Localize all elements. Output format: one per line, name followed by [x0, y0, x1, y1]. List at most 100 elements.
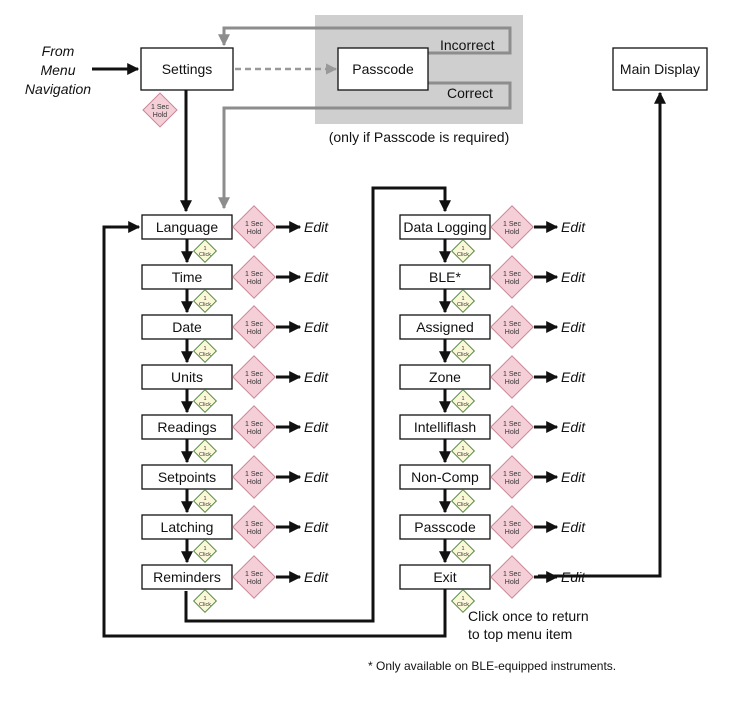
- click-diamond-line1: 1: [461, 346, 464, 352]
- hold-diamond-line1: 1 Sec: [503, 371, 521, 378]
- hold-diamond-line1: 1 Sec: [245, 271, 263, 278]
- settings-label: Settings: [162, 61, 213, 77]
- passcode-prompt-box[interactable]: Passcode: [337, 47, 429, 91]
- hold-diamond-line2: Hold: [505, 229, 520, 236]
- hold-diamond-line1: 1 Sec: [503, 521, 521, 528]
- hold-diamond-line2: Hold: [153, 112, 168, 119]
- menu-item-label: Date: [172, 319, 202, 335]
- hold-diamond-line1: 1 Sec: [245, 571, 263, 578]
- hold-diamond-line1: 1 Sec: [503, 471, 521, 478]
- menu-item-label: Non-Comp: [411, 469, 479, 485]
- menu-item-right-non-comp[interactable]: Non-Comp: [399, 464, 491, 490]
- click-diamond-line2: Click: [199, 602, 211, 608]
- hold-diamond-line2: Hold: [247, 379, 262, 386]
- edit-label[interactable]: Edit: [304, 519, 329, 535]
- correct-path-arrow: [218, 81, 512, 210]
- main-display-box[interactable]: Main Display: [612, 47, 708, 91]
- menu-item-label: Readings: [157, 419, 216, 435]
- edit-label[interactable]: Edit: [304, 569, 329, 585]
- settings-box[interactable]: Settings: [140, 47, 234, 91]
- click-diamond-line2: Click: [457, 352, 469, 358]
- menu-item-right-ble[interactable]: BLE*: [399, 264, 491, 290]
- click-diamond-line2: Click: [199, 302, 211, 308]
- menu-item-left-units[interactable]: Units: [141, 364, 233, 390]
- menu-item-label: Time: [172, 269, 203, 285]
- menu-item-right-passcode[interactable]: Passcode: [399, 514, 491, 540]
- edit-label[interactable]: Edit: [304, 219, 329, 235]
- menu-item-label: Passcode: [414, 519, 476, 535]
- hold-diamond-line2: Hold: [505, 579, 520, 586]
- hold-diamond-line2: Hold: [505, 279, 520, 286]
- return-note-line1: Click once to return: [468, 608, 589, 624]
- hold-diamond-line2: Hold: [247, 429, 262, 436]
- hold-diamond-line1: 1 Sec: [503, 221, 521, 228]
- hold-diamond-line1: 1 Sec: [245, 421, 263, 428]
- menu-item-label: Units: [171, 369, 203, 385]
- edit-label[interactable]: Edit: [561, 219, 586, 235]
- hold-diamond-line1: 1 Sec: [245, 321, 263, 328]
- hold-diamond-line1: 1 Sec: [245, 371, 263, 378]
- edit-label[interactable]: Edit: [304, 369, 329, 385]
- menu-item-right-intelliflash[interactable]: Intelliflash: [399, 414, 491, 440]
- menu-item-label: Exit: [433, 569, 456, 585]
- edit-label[interactable]: Edit: [561, 369, 586, 385]
- menu-item-left-date[interactable]: Date: [141, 314, 233, 340]
- click-diamond-line2: Click: [199, 552, 211, 558]
- menu-item-right-zone[interactable]: Zone: [399, 364, 491, 390]
- edit-label[interactable]: Edit: [561, 269, 586, 285]
- hold-diamond-line2: Hold: [505, 429, 520, 436]
- hold-diamond-line2: Hold: [247, 279, 262, 286]
- click-diamond-line1: 1: [203, 346, 206, 352]
- menu-item-right-exit[interactable]: Exit: [399, 564, 491, 590]
- menu-item-label: Reminders: [153, 569, 221, 585]
- menu-item-left-latching[interactable]: Latching: [141, 514, 233, 540]
- edit-label[interactable]: Edit: [304, 319, 329, 335]
- menu-item-left-language[interactable]: Language: [141, 214, 233, 240]
- menu-item-left-readings[interactable]: Readings: [141, 414, 233, 440]
- menu-item-right-assigned[interactable]: Assigned: [399, 314, 491, 340]
- click-diamond-line1: 1: [461, 296, 464, 302]
- menu-item-label: Language: [156, 219, 219, 235]
- click-diamond-line2: Click: [457, 452, 469, 458]
- click-diamond-line1: 1: [203, 596, 206, 602]
- edit-label[interactable]: Edit: [561, 469, 586, 485]
- reminders-to-data-logging-arrow: [184, 186, 451, 623]
- edit-label[interactable]: Edit: [561, 519, 586, 535]
- hold-diamond-line2: Hold: [247, 479, 262, 486]
- edit-label[interactable]: Edit: [561, 319, 586, 335]
- edit-label[interactable]: Edit: [304, 469, 329, 485]
- menu-item-right-data-logging[interactable]: Data Logging: [399, 214, 491, 240]
- hold-diamond-line2: Hold: [247, 529, 262, 536]
- click-diamond-line2: Click: [457, 552, 469, 558]
- edit-label[interactable]: Edit: [304, 269, 329, 285]
- click-diamond-line2: Click: [457, 502, 469, 508]
- entry-label-line3: Navigation: [25, 81, 91, 97]
- menu-item-left-reminders[interactable]: Reminders: [141, 564, 233, 590]
- menu-item-left-time[interactable]: Time: [141, 264, 233, 290]
- edit-label[interactable]: Edit: [561, 419, 586, 435]
- hold-diamond-line1: 1 Sec: [151, 104, 169, 111]
- menu-item-left-setpoints[interactable]: Setpoints: [141, 464, 233, 490]
- hold-diamond-line1: 1 Sec: [245, 471, 263, 478]
- click-diamond-line2: Click: [199, 252, 211, 258]
- click-diamond-line1: 1: [203, 446, 206, 452]
- edit-label[interactable]: Edit: [304, 419, 329, 435]
- edit-label[interactable]: Edit: [561, 569, 586, 585]
